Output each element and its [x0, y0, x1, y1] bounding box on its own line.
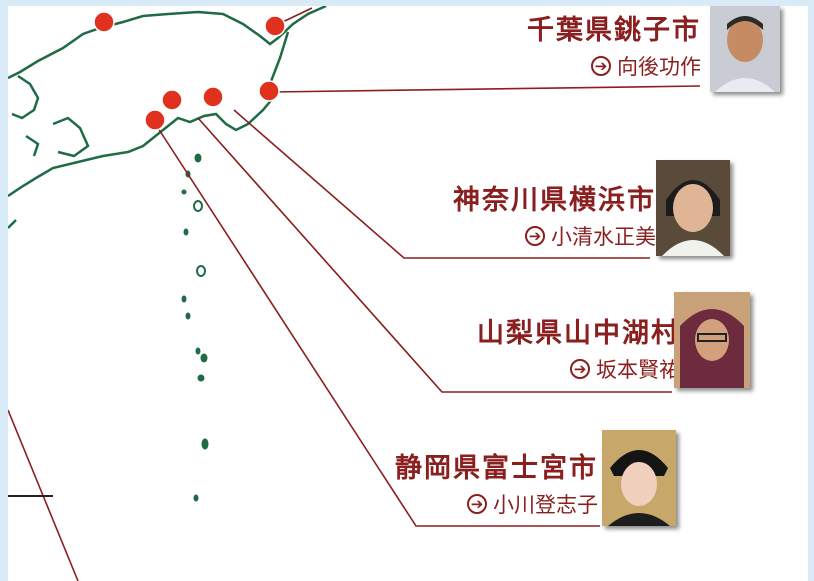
person-link[interactable]: ➔ 坂本賢祐	[570, 354, 680, 384]
arrow-right-circle-icon: ➔	[570, 359, 590, 379]
portrait-photo	[656, 160, 730, 256]
map-frame: 千葉県銚子市 ➔ 向後功作 神奈川県横浜市 ➔ 小清水正美 山梨県山中湖村	[8, 6, 808, 581]
person-link[interactable]: ➔ 小川登志子	[467, 489, 598, 519]
place-name: 神奈川県横浜市	[453, 185, 656, 216]
arrow-right-circle-icon: ➔	[591, 56, 611, 76]
location-dot-yokohama	[202, 86, 224, 108]
location-dots	[93, 11, 286, 131]
coastline-honshu	[8, 6, 327, 198]
coastline-inlet	[25, 134, 40, 157]
leader-line-choshi	[271, 85, 701, 93]
izu-islands	[181, 153, 209, 502]
entry-choshi: 千葉県銚子市 ➔ 向後功作	[527, 8, 701, 81]
coastline-peninsula	[11, 74, 40, 120]
person-name: 小清水正美	[551, 225, 656, 249]
place-name: 千葉県銚子市	[527, 15, 701, 46]
arrow-right-circle-icon: ➔	[467, 494, 487, 514]
arrow-right-circle-icon: ➔	[525, 226, 545, 246]
location-dot-yamanakako	[161, 89, 183, 111]
location-dot	[264, 15, 286, 37]
place-name: 静岡県富士宮市	[395, 453, 598, 484]
entry-yokohama: 神奈川県横浜市 ➔ 小清水正美	[453, 178, 656, 251]
person-name: 小川登志子	[493, 493, 598, 517]
person-link[interactable]: ➔ 小清水正美	[525, 221, 656, 251]
leader-line-yamanakako	[197, 117, 672, 393]
coastline-bay	[52, 116, 90, 158]
person-link[interactable]: ➔ 向後功作	[591, 51, 701, 81]
coastline-west	[8, 219, 17, 229]
place-name: 山梨県山中湖村	[477, 318, 680, 349]
entry-fujinomiya: 静岡県富士宮市 ➔ 小川登志子	[395, 446, 598, 519]
leader-line-yokohama	[233, 109, 650, 259]
portrait-photo	[710, 6, 780, 92]
portrait-photo	[602, 430, 676, 526]
location-dot-choshi	[258, 80, 280, 102]
entry-yamanakako: 山梨県山中湖村 ➔ 坂本賢祐	[477, 311, 680, 384]
person-name: 坂本賢祐	[596, 358, 680, 382]
location-dot	[93, 11, 115, 33]
location-dot-fujinomiya	[144, 109, 166, 131]
person-name: 向後功作	[617, 55, 701, 79]
leader-line-fujinomiya	[157, 127, 600, 527]
portrait-photo	[674, 292, 750, 388]
coastline-map	[8, 6, 701, 581]
